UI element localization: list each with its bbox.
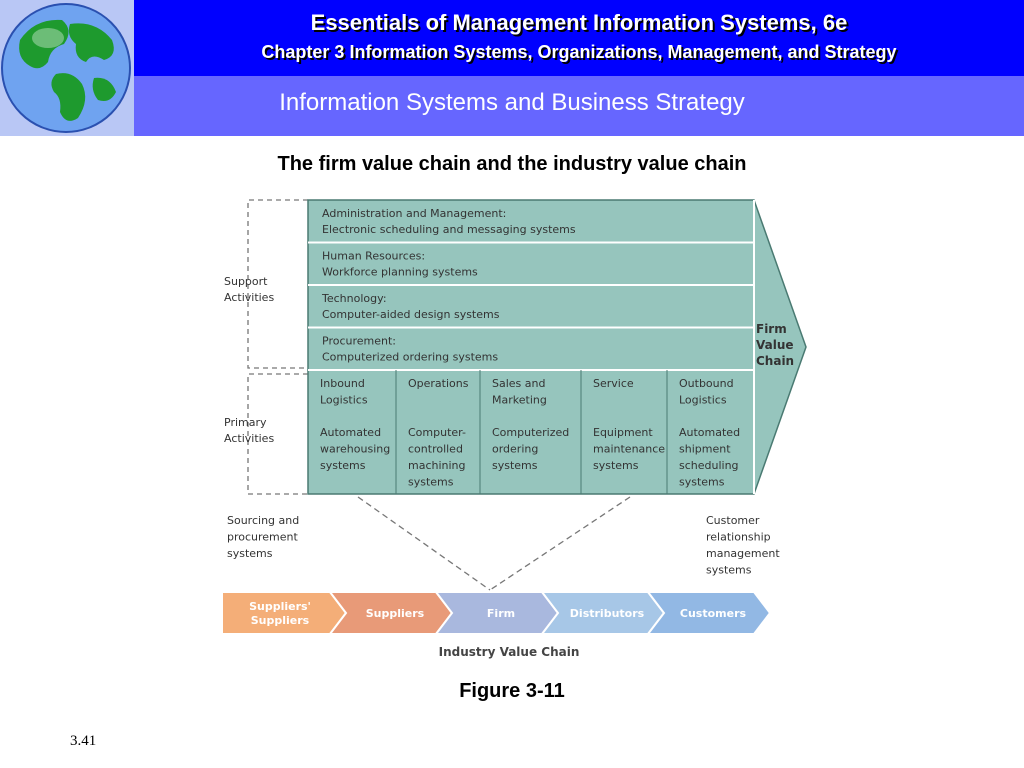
firm-label-line: Value xyxy=(756,338,794,352)
section-title: Information Systems and Business Strateg… xyxy=(279,89,745,116)
right-note-line: relationship xyxy=(706,531,771,544)
support-row-system: Electronic scheduling and messaging syst… xyxy=(322,223,576,236)
primary-column-system: systems xyxy=(492,459,538,472)
primary-column-title: Service xyxy=(593,377,634,390)
crm-note: Customer relationship management systems xyxy=(706,514,780,577)
primary-column-system: ordering xyxy=(492,443,538,456)
primary-column-system: controlled xyxy=(408,443,463,456)
support-row-system: Computer-aided design systems xyxy=(322,308,500,321)
primary-column-title: Operations xyxy=(408,377,469,390)
funnel-line-right xyxy=(489,496,631,591)
primary-bracket xyxy=(247,373,308,495)
header-bottom-band xyxy=(0,76,1024,136)
industry-chain-label: Suppliers' xyxy=(249,600,311,613)
primary-column-system: systems xyxy=(679,476,725,489)
primary-label-line: Activities xyxy=(224,432,274,445)
left-note-line: systems xyxy=(227,547,273,560)
primary-column-title: Outbound xyxy=(679,377,734,390)
right-note-line: management xyxy=(706,547,780,560)
industry-chain-label: Firm xyxy=(487,607,515,620)
primary-column-system: systems xyxy=(593,459,639,472)
support-row-system: Workforce planning systems xyxy=(322,266,478,279)
primary-column-system: Computerized xyxy=(492,426,569,439)
support-row-title: Technology: xyxy=(321,292,387,305)
primary-column-system: systems xyxy=(320,459,366,472)
support-row-title: Human Resources: xyxy=(322,250,425,263)
primary-column-system: scheduling xyxy=(679,459,739,472)
primary-column-system: maintenance xyxy=(593,443,665,456)
header-top-band xyxy=(0,0,1024,76)
support-activities: Administration and Management: Electronic… xyxy=(308,200,755,494)
primary-column-title: Marketing xyxy=(492,394,547,407)
industry-chain-segment xyxy=(221,591,348,635)
industry-chain-segment xyxy=(645,591,772,635)
primary-column-system: machining xyxy=(408,459,466,472)
industry-chain-label: Suppliers xyxy=(366,607,425,620)
primary-column-system: systems xyxy=(408,476,454,489)
firm-value-chain-shape xyxy=(307,199,807,495)
primary-column-system: warehousing xyxy=(320,443,390,456)
industry-chain-label: Suppliers xyxy=(251,614,310,627)
support-label-line: Support xyxy=(224,275,268,288)
primary-column-title: Inbound xyxy=(320,377,365,390)
firm-label-line: Firm xyxy=(756,322,787,336)
primary-label-line: Primary xyxy=(224,416,267,429)
support-row-title: Administration and Management: xyxy=(322,207,506,220)
left-note-line: Sourcing and xyxy=(227,514,299,527)
firm-label-line: Chain xyxy=(756,354,794,368)
sourcing-note: Sourcing and procurement systems xyxy=(227,514,299,560)
slide-heading: The firm value chain and the industry va… xyxy=(277,153,747,175)
primary-column-system: Automated xyxy=(320,426,381,439)
primary-column-title: Logistics xyxy=(679,394,727,407)
left-note-line: procurement xyxy=(227,531,299,544)
primary-column-title: Sales and xyxy=(492,377,545,390)
primary-column-system: Equipment xyxy=(593,426,653,439)
primary-column-title: Logistics xyxy=(320,394,368,407)
book-title: Essentials of Management Information Sys… xyxy=(310,10,848,35)
support-label-line: Activities xyxy=(224,291,274,304)
support-row-system: Computerized ordering systems xyxy=(322,351,498,364)
globe-icon xyxy=(1,3,131,133)
funnel-line-left xyxy=(357,496,491,591)
right-note-line: Customer xyxy=(706,514,760,527)
chapter-title: Chapter 3 Information Systems, Organizat… xyxy=(261,42,897,62)
primary-column-system: shipment xyxy=(679,443,731,456)
figure-caption: Figure 3-11 xyxy=(459,680,565,702)
globe-logo xyxy=(0,0,134,136)
right-note-line: systems xyxy=(706,564,752,577)
page-number: 3.41 xyxy=(70,733,97,749)
industry-chain-label: Distributors xyxy=(570,607,645,620)
primary-column-system: Automated xyxy=(679,426,740,439)
industry-value-chain-label: Industry Value Chain xyxy=(439,645,580,659)
industry-chain-label: Customers xyxy=(680,607,747,620)
support-bracket xyxy=(247,199,308,369)
support-row-title: Procurement: xyxy=(322,335,396,348)
primary-column-system: Computer- xyxy=(408,426,466,439)
